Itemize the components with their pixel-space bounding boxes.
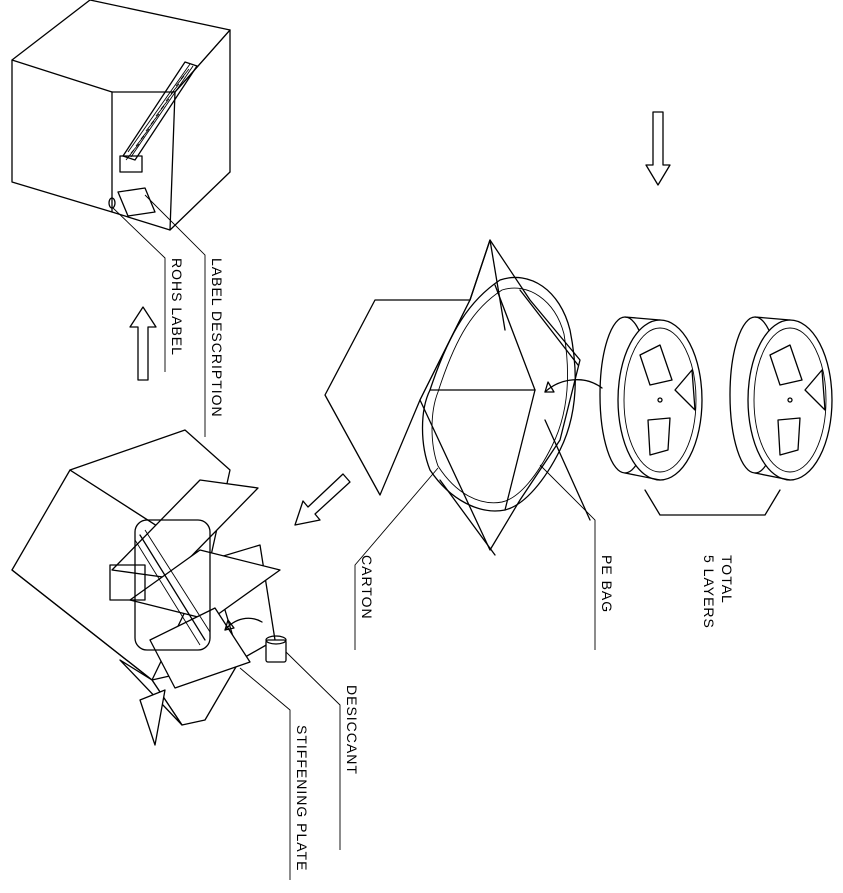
layers-text: 5 LAYERS	[701, 555, 717, 629]
reel-2	[729, 316, 833, 481]
label-description-text: LABEL DESCRIPTION	[209, 258, 225, 418]
rohs-label-sticker	[108, 197, 116, 209]
diagonal-arrow-icon	[294, 473, 351, 526]
label-description-sticker	[117, 187, 156, 217]
layers-bracket	[644, 489, 781, 516]
desiccant-text: DESICCANT	[344, 685, 360, 775]
pe-bag-text: PE BAG	[599, 555, 615, 613]
reel-1	[599, 316, 703, 481]
labeled-carton	[11, 0, 231, 437]
carton-tape	[119, 61, 198, 173]
carton-text: CARTON	[359, 555, 375, 620]
total-text: TOTAL	[719, 555, 735, 604]
rohs-label-text: ROHS LABEL	[169, 258, 185, 356]
desiccant-pack	[265, 635, 341, 850]
stiffening-plate-text: STIFFENING PLATE	[294, 725, 310, 871]
open-carton	[11, 429, 281, 746]
up-arrow-icon	[129, 306, 157, 381]
carton-with-pe-bag	[324, 239, 603, 650]
down-arrow-icon	[645, 111, 671, 186]
